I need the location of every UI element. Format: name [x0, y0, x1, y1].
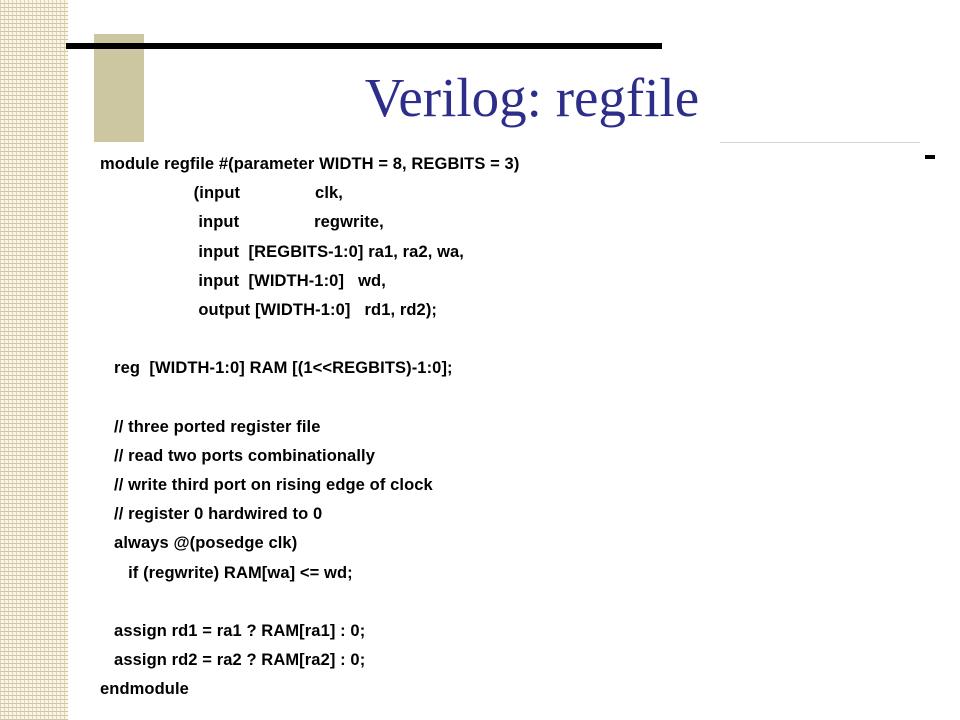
code-line: // register 0 hardwired to 0: [100, 505, 323, 524]
decorative-dash-mark: [925, 155, 935, 159]
decorative-accent-block: [94, 34, 144, 142]
code-line: assign rd2 = ra2 ? RAM[ra2] : 0;: [100, 651, 366, 670]
slide-title: Verilog: regfile: [364, 67, 700, 128]
code-line: module regfile #(parameter WIDTH = 8, RE…: [100, 155, 520, 173]
code-line: [100, 384, 920, 413]
code-line: output [WIDTH-1:0] rd1, rd2);: [100, 300, 438, 319]
title-top-rule: [66, 43, 662, 49]
code-line: reg [WIDTH-1:0] RAM [(1<<REGBITS)-1:0];: [100, 359, 453, 378]
code-line: // three ported register file: [100, 417, 321, 436]
code-line: input [WIDTH-1:0] wd,: [100, 271, 386, 290]
decorative-stripe-band: [0, 0, 68, 720]
code-line: (input clk,: [100, 184, 343, 203]
code-line: // write third port on rising edge of cl…: [100, 476, 433, 495]
code-line: input [REGBITS-1:0] ra1, ra2, wa,: [100, 242, 464, 261]
code-line: // read two ports combinationally: [100, 446, 375, 465]
code-line: assign rd1 = ra1 ? RAM[ra1] : 0;: [100, 622, 366, 640]
code-line: [100, 588, 920, 617]
code-line: always @(posedge clk): [100, 534, 298, 553]
title-underline-rule: [720, 142, 920, 143]
code-line: endmodule: [100, 680, 189, 699]
code-line: input regwrite,: [100, 213, 384, 232]
code-line: [100, 325, 920, 354]
code-listing: module regfile #(parameter WIDTH = 8, RE…: [100, 150, 920, 705]
code-line: if (regwrite) RAM[wa] <= wd;: [100, 563, 353, 582]
